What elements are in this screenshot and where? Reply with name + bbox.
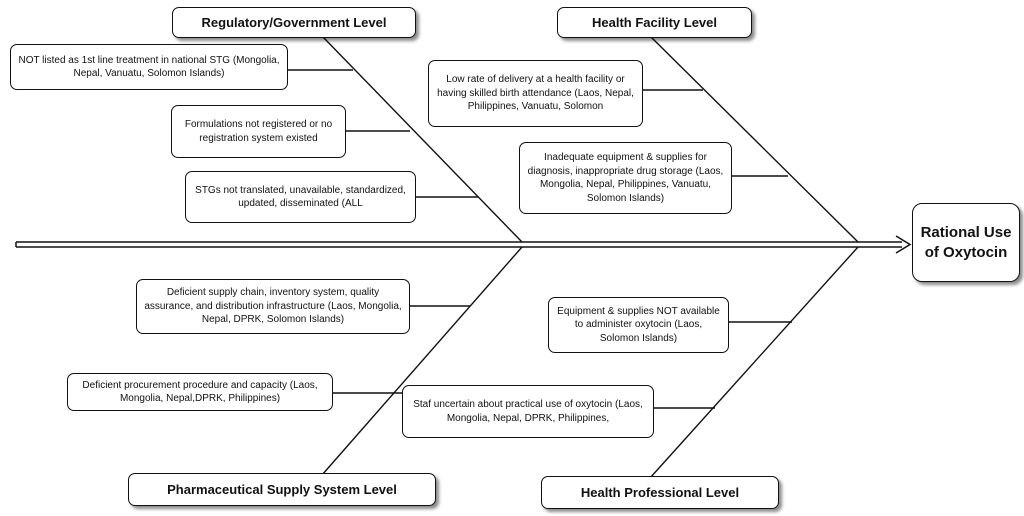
spine-arrow [15,235,912,254]
cause-text: Low rate of delivery at a health facilit… [437,74,634,113]
effect-head-box: Rational Use of Oxytocin [912,203,1020,282]
category-pharma-label: Pharmaceutical Supply System Level [167,481,397,497]
cause-regulatory-2: Formulations not registered or no regist… [171,105,346,158]
category-regulatory-label: Regulatory/Government Level [201,14,387,30]
bone-professional [649,246,859,479]
category-facility: Health Facility Level [557,7,752,38]
cause-text: STGs not translated, unavailable, standa… [195,184,406,210]
cause-text: Deficient procurement procedure and capa… [82,379,318,405]
bone-pharma [321,246,523,476]
effect-head-label: Rational Use of Oxytocin [920,224,1012,261]
cause-pharma-1: Deficient supply chain, inventory system… [136,279,410,334]
cause-pharma-2: Deficient procurement procedure and capa… [67,373,333,411]
cause-text: Deficient supply chain, inventory system… [144,287,402,326]
cause-professional-2: Staf uncertain about practical use of ox… [402,385,654,438]
category-facility-label: Health Facility Level [592,14,717,30]
bone-facility [649,35,859,243]
cause-regulatory-3: STGs not translated, unavailable, standa… [185,171,416,223]
category-regulatory: Regulatory/Government Level [172,7,416,38]
category-pharma: Pharmaceutical Supply System Level [128,473,436,506]
cause-text: Equipment & supplies NOT available to ad… [557,305,720,344]
cause-text: Staf uncertain about practical use of ox… [413,399,643,424]
bone-regulatory [321,35,523,243]
cause-professional-1: Equipment & supplies NOT available to ad… [548,297,729,353]
category-professional: Health Professional Level [541,476,779,509]
cause-text: Inadequate equipment & supplies for diag… [527,152,724,204]
cause-text: Formulations not registered or no regist… [184,119,333,144]
cause-text: NOT listed as 1st line treatment in nati… [18,54,280,80]
category-professional-label: Health Professional Level [580,484,740,500]
cause-regulatory-1: NOT listed as 1st line treatment in nati… [10,44,288,90]
cause-facility-1: Low rate of delivery at a health facilit… [428,60,643,127]
cause-facility-2: Inadequate equipment & supplies for diag… [519,142,732,214]
